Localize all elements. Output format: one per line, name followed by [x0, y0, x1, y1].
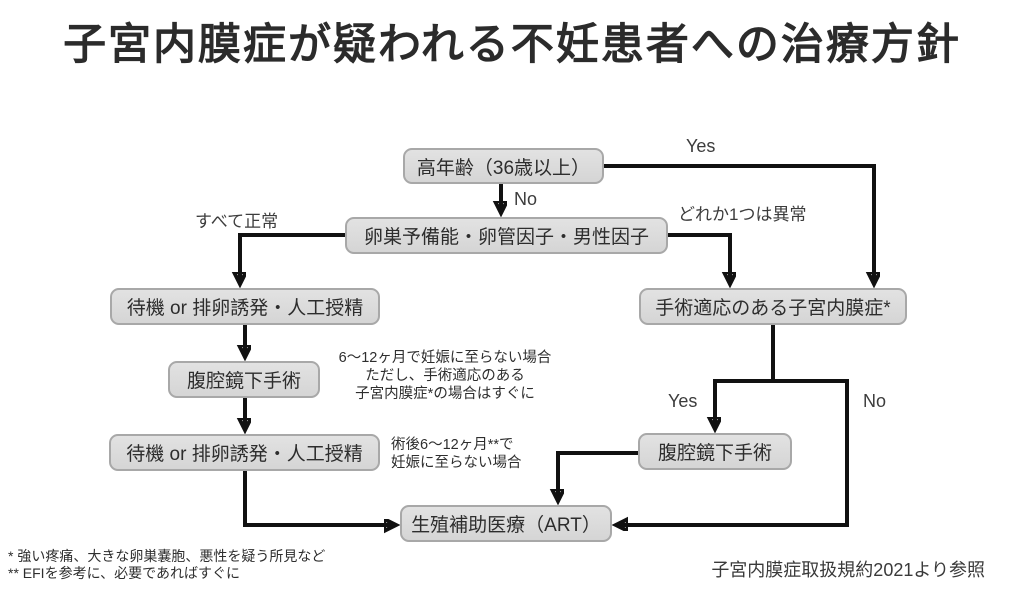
edge-factors-abnormal	[667, 233, 730, 283]
edge-factors-normal	[240, 233, 345, 283]
node-laparoscopy-left: 腹腔鏡下手術	[168, 361, 320, 398]
page-title: 子宮内膜症が疑われる不妊患者への治療方針	[63, 21, 961, 69]
edge-lapright-art	[558, 451, 638, 500]
edge-age-yes	[603, 164, 874, 283]
node-art: 生殖補助医療（ART）	[400, 505, 612, 542]
node-wait-or-induction-second: 待機 or 排卵誘発・人工授精	[109, 434, 380, 471]
label-surgery-no: No	[863, 391, 887, 411]
label-age-no: No	[514, 189, 538, 209]
edge-wait2-art	[243, 471, 395, 525]
node-ovarian-tubal-male-factors: 卵巣予備能・卵管因子・男性因子	[345, 217, 668, 254]
edge-surgery-no	[617, 379, 849, 525]
node-surgical-endometriosis: 手術適応のある子宮内膜症*	[639, 288, 907, 325]
footnotes: * 強い疼痛、大きな卵巣嚢胞、悪性を疑う所見など ** EFIを参考に、必要であ…	[8, 548, 326, 581]
label-surgery-yes: Yes	[668, 391, 698, 411]
citation: 子宮内膜症取扱規約2021より参照	[711, 560, 985, 580]
node-laparoscopy-right: 腹腔鏡下手術	[638, 433, 792, 470]
label-all-normal: すべて正常	[195, 212, 279, 231]
label-one-abnormal: どれか1つは異常	[678, 205, 807, 224]
node-advanced-age: 高年齢（36歳以上）	[403, 148, 604, 184]
node-wait-or-induction-first: 待機 or 排卵誘発・人工授精	[110, 288, 380, 325]
annotation-after-first-wait: 6〜12ヶ月で妊娠に至らない場合 ただし、手術適応のある 子宮内膜症*の場合はす…	[338, 350, 552, 402]
annotation-after-surgery: 術後6〜12ヶ月**で 妊娠に至らない場合	[391, 437, 522, 471]
label-age-yes: Yes	[686, 136, 716, 156]
